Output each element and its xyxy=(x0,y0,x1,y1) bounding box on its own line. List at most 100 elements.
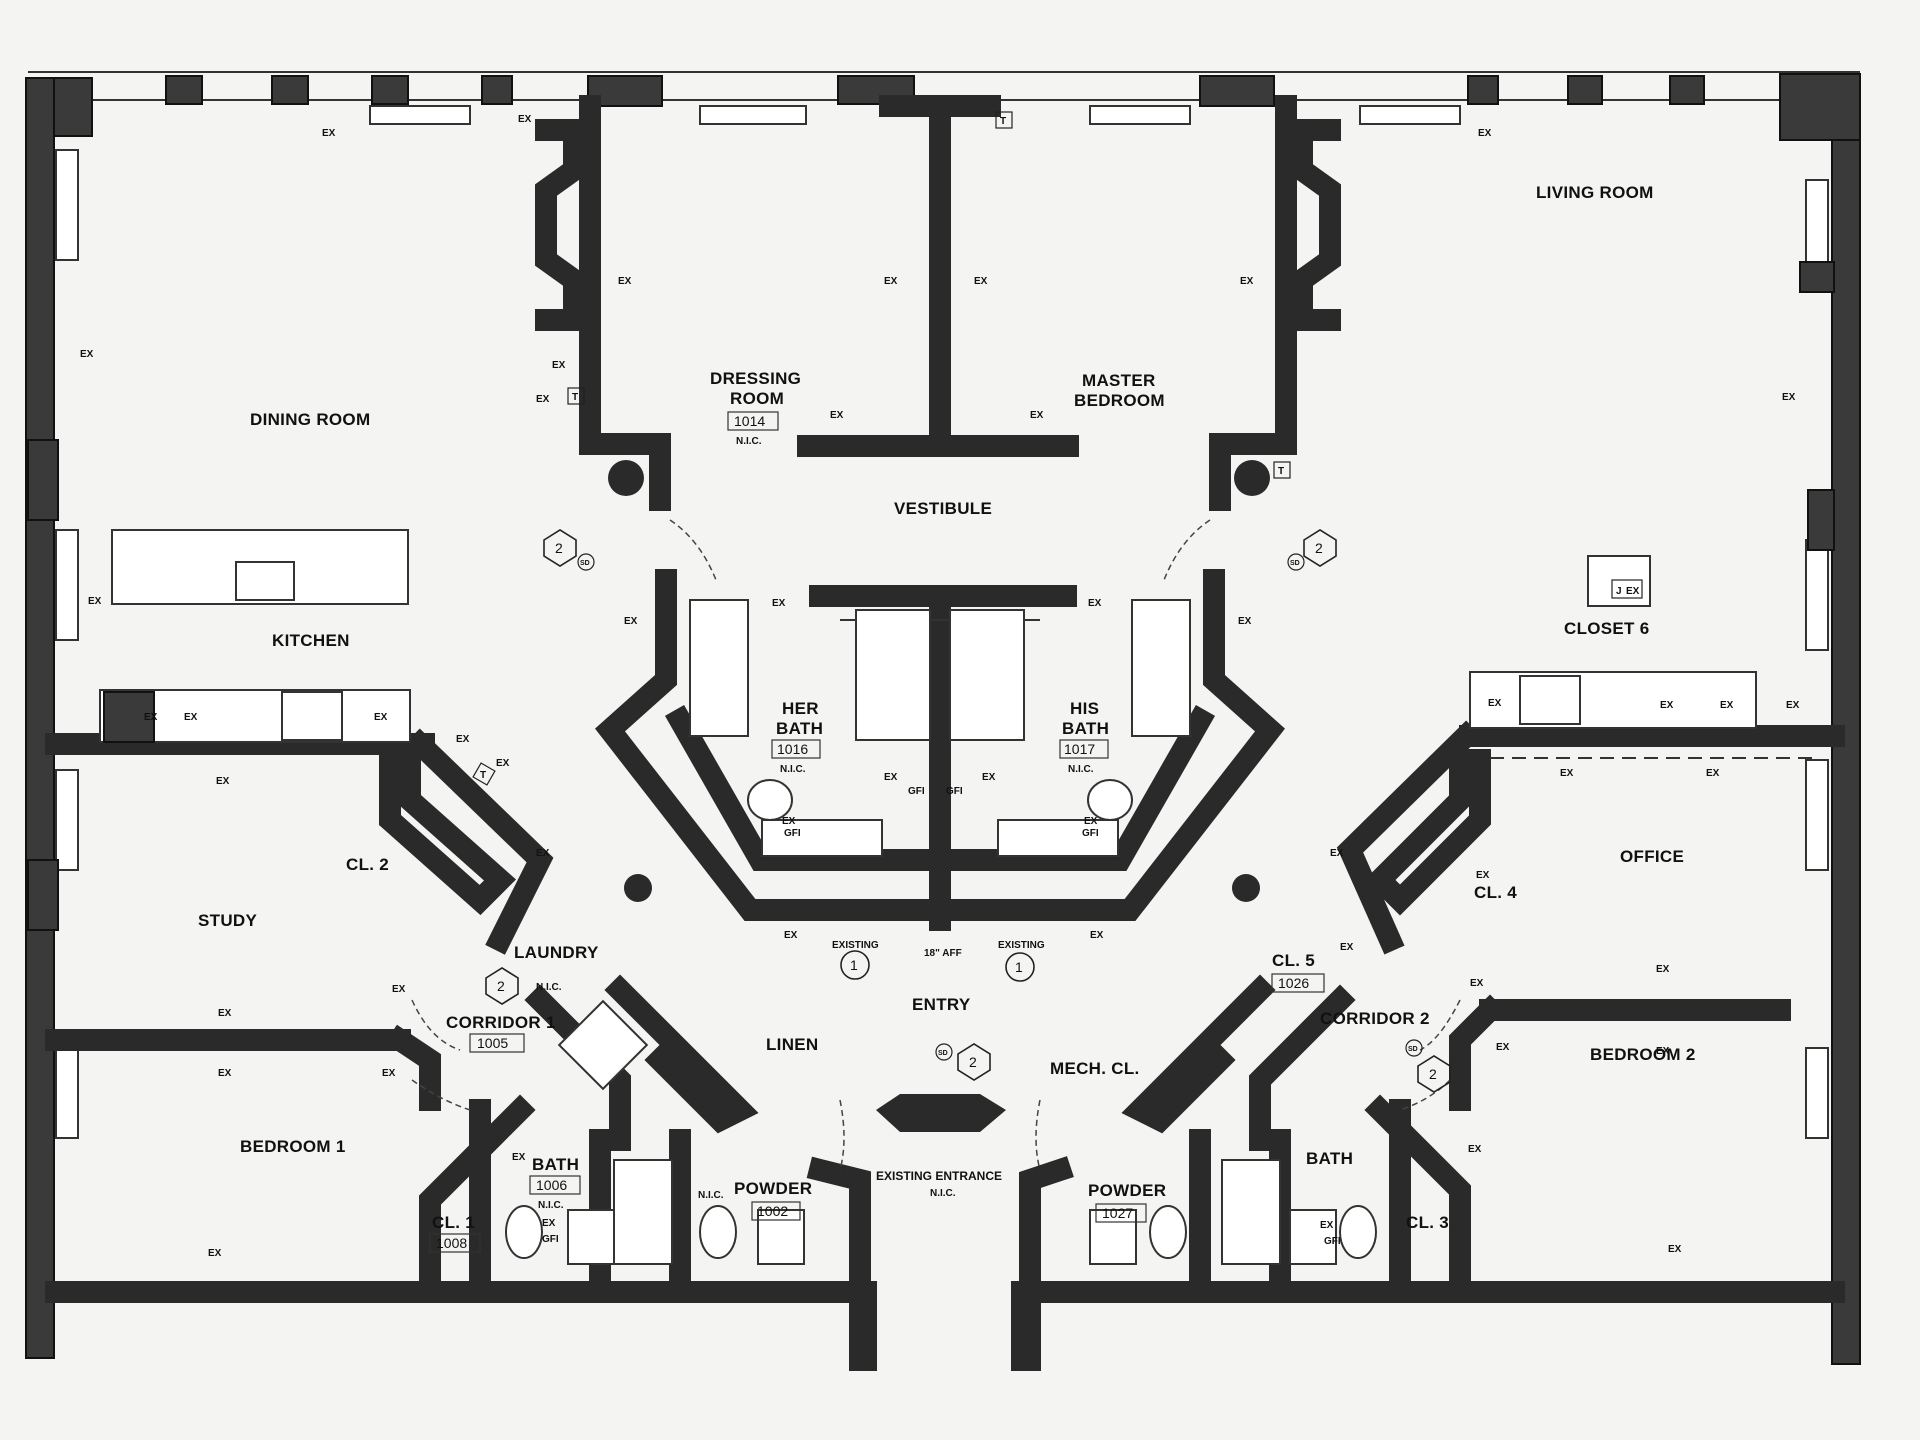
note-ex: EX xyxy=(830,410,844,421)
label-powder-right: POWDER xyxy=(1088,1181,1166,1200)
note-ex: EX xyxy=(184,712,198,723)
smoke-detector-icon: SD xyxy=(577,553,595,571)
label-vestibule: VESTIBULE xyxy=(894,499,992,518)
note-ex: EX xyxy=(1470,978,1484,989)
label-closet-6: CLOSET 6 xyxy=(1564,619,1650,638)
note-ex: EX xyxy=(1782,392,1796,403)
svg-text:1: 1 xyxy=(850,957,858,973)
label-cl-1: CL. 1 xyxy=(432,1213,475,1232)
note-existing-left: EXISTING xyxy=(832,940,879,951)
note-ex: EX xyxy=(618,276,632,287)
smoke-detector-icon: SD xyxy=(1405,1039,1423,1057)
note-ex: EX xyxy=(974,276,988,287)
label-corridor-1-num: 1005 xyxy=(477,1035,508,1051)
note-ex: EX xyxy=(1720,700,1734,711)
svg-text:EX: EX xyxy=(1626,586,1640,597)
note-gfi: GFI xyxy=(946,786,963,797)
note-ex: EX xyxy=(1340,942,1354,953)
note-ex: EX xyxy=(536,848,550,859)
thermostat-icon: T xyxy=(1273,461,1291,479)
note-ex: EX xyxy=(144,712,158,723)
note-ex: EX xyxy=(1478,128,1492,139)
svg-text:SD: SD xyxy=(580,560,590,567)
svg-text:T: T xyxy=(572,392,578,403)
thermostat-icon: T xyxy=(567,387,585,405)
note-nic-bath-left: N.I.C. xyxy=(538,1200,564,1211)
note-ex: EX xyxy=(208,1248,222,1259)
label-cl-5-num: 1026 xyxy=(1278,975,1309,991)
label-her-bath-1: HER xyxy=(782,699,819,718)
note-ex: EX xyxy=(1240,276,1254,287)
svg-text:2: 2 xyxy=(1315,540,1323,556)
label-cl-4: CL. 4 xyxy=(1474,883,1517,902)
label-powder-left-num: 1002 xyxy=(757,1203,788,1219)
svg-text:SD: SD xyxy=(1408,1046,1418,1053)
note-ex: EX xyxy=(1660,700,1674,711)
svg-text:SD: SD xyxy=(938,1050,948,1057)
label-mech-cl: MECH. CL. xyxy=(1050,1059,1140,1078)
svg-text:T: T xyxy=(1000,116,1006,127)
label-master-bedroom-2: BEDROOM xyxy=(1074,391,1165,410)
note-nic-laundry: N.I.C. xyxy=(536,982,562,993)
note-ex: EX xyxy=(374,712,388,723)
svg-text:J: J xyxy=(1616,586,1622,597)
label-corridor-1: CORRIDOR 1 xyxy=(446,1013,556,1032)
note-ex: EX xyxy=(382,1068,396,1079)
tag-1-icon: 1 xyxy=(840,950,870,980)
label-his-bath-num: 1017 xyxy=(1064,741,1095,757)
label-dressing-room-num: 1014 xyxy=(734,413,765,429)
note-ex: EX xyxy=(982,772,996,783)
note-existing-right: EXISTING xyxy=(998,940,1045,951)
smoke-detector-icon: SD xyxy=(935,1043,953,1061)
note-gfi: GFI xyxy=(1082,828,1099,839)
label-bath-left: BATH xyxy=(532,1155,579,1174)
note-nic-entrance: N.I.C. xyxy=(930,1188,956,1199)
label-office: OFFICE xyxy=(1620,847,1684,866)
note-ex: EX xyxy=(1330,848,1344,859)
note-ex: EX xyxy=(1238,616,1252,627)
label-bath-left-num: 1006 xyxy=(536,1177,567,1193)
label-cl-5: CL. 5 xyxy=(1272,951,1315,970)
note-ex: EX xyxy=(1030,410,1044,421)
note-ex: EX xyxy=(1786,700,1800,711)
tag-2-icon: 2 xyxy=(957,1043,991,1081)
label-kitchen: KITCHEN xyxy=(272,631,350,650)
label-bath-right: BATH xyxy=(1306,1149,1353,1168)
smoke-detector-icon: SD xyxy=(1287,553,1305,571)
note-ex: EX xyxy=(1560,768,1574,779)
note-nic-his-bath: N.I.C. xyxy=(1068,764,1094,775)
note-ex: EX xyxy=(80,349,94,360)
note-ex: EX xyxy=(1656,964,1670,975)
label-dressing-room-1: DRESSING xyxy=(710,369,801,388)
note-ex: EX xyxy=(1476,870,1490,881)
note-ex: EX xyxy=(884,276,898,287)
note-ex: EX xyxy=(1496,1042,1510,1053)
note-ex: EX xyxy=(1656,1046,1670,1057)
label-dining-room: DINING ROOM xyxy=(250,410,370,429)
outlet-symbols: EX EX EX EX EX EX EX EX EX EX EX EX EX E… xyxy=(80,114,1800,1259)
label-powder-left: POWDER xyxy=(734,1179,812,1198)
note-ex: EX xyxy=(456,734,470,745)
label-cl-3: CL. 3 xyxy=(1406,1213,1449,1232)
label-corridor-2: CORRIDOR 2 xyxy=(1320,1009,1430,1028)
svg-text:T: T xyxy=(480,770,486,781)
interior-walls xyxy=(45,95,1845,1371)
label-his-bath-1: HIS xyxy=(1070,699,1099,718)
svg-text:2: 2 xyxy=(1429,1066,1437,1082)
tag-2-icon: 2 xyxy=(485,967,519,1005)
label-linen: LINEN xyxy=(766,1035,819,1054)
label-cl-1-num: 1008 xyxy=(436,1235,467,1251)
label-living-room: LIVING ROOM xyxy=(1536,183,1654,202)
note-ex: EX xyxy=(784,930,798,941)
note-ex: EX xyxy=(512,1152,526,1163)
label-bedroom-2: BEDROOM 2 xyxy=(1590,1045,1696,1064)
label-dressing-room-2: ROOM xyxy=(730,389,784,408)
label-her-bath-num: 1016 xyxy=(777,741,808,757)
note-ex: EX xyxy=(542,1218,556,1229)
svg-text:1: 1 xyxy=(1015,959,1023,975)
label-laundry: LAUNDRY xyxy=(514,943,599,962)
note-ex: EX xyxy=(552,360,566,371)
note-ex: EX xyxy=(218,1008,232,1019)
label-powder-right-num: 1027 xyxy=(1102,1205,1133,1221)
note-ex: EX xyxy=(772,598,786,609)
